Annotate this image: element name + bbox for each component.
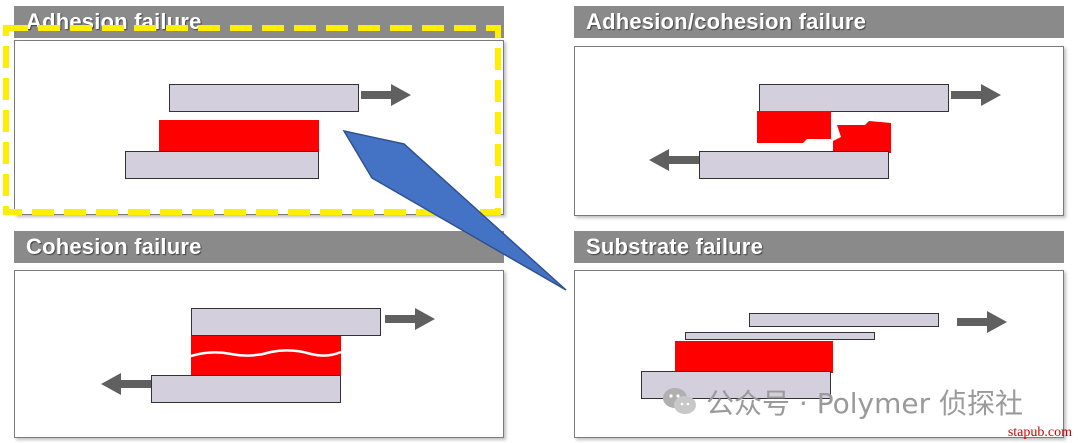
callout-pointer xyxy=(342,129,567,291)
bottom-plate xyxy=(699,151,889,179)
arrow-right-icon xyxy=(951,84,1001,106)
arrow-right-icon xyxy=(361,84,411,106)
bottom-plate xyxy=(151,375,341,403)
top-plate xyxy=(169,84,359,112)
top-plate xyxy=(191,308,381,336)
arrow-right-icon xyxy=(385,308,435,330)
watermark-text: 公众号 · Polymer 侦探社 xyxy=(706,387,1023,420)
wechat-icon xyxy=(663,388,696,414)
cohesion-failure-panel xyxy=(14,270,504,438)
bottom-plate xyxy=(125,151,319,179)
adhesive-layer xyxy=(675,341,833,373)
adhesion-failure-title: Adhesion failure xyxy=(14,6,504,38)
highlight-box xyxy=(3,25,501,215)
adhesion-cohesion-failure-title: Adhesion/cohesion failure xyxy=(574,6,1064,38)
arrow-left-icon xyxy=(101,373,151,395)
substrate-failure-title: Substrate failure xyxy=(574,231,1064,263)
adhesive-layer xyxy=(757,111,892,153)
top-plate xyxy=(749,313,939,327)
adhesive-layer xyxy=(191,336,342,376)
top-plate xyxy=(759,84,949,112)
cohesion-failure-title: Cohesion failure xyxy=(14,231,504,263)
arrow-right-icon xyxy=(957,311,1007,333)
adhesive-layer xyxy=(159,120,319,152)
arrow-left-icon xyxy=(649,149,699,171)
substrate-failure-panel xyxy=(574,270,1064,438)
middle-plate xyxy=(685,332,875,340)
site-label: stapub.com xyxy=(1007,425,1072,440)
adhesion-cohesion-failure-panel xyxy=(574,46,1064,216)
